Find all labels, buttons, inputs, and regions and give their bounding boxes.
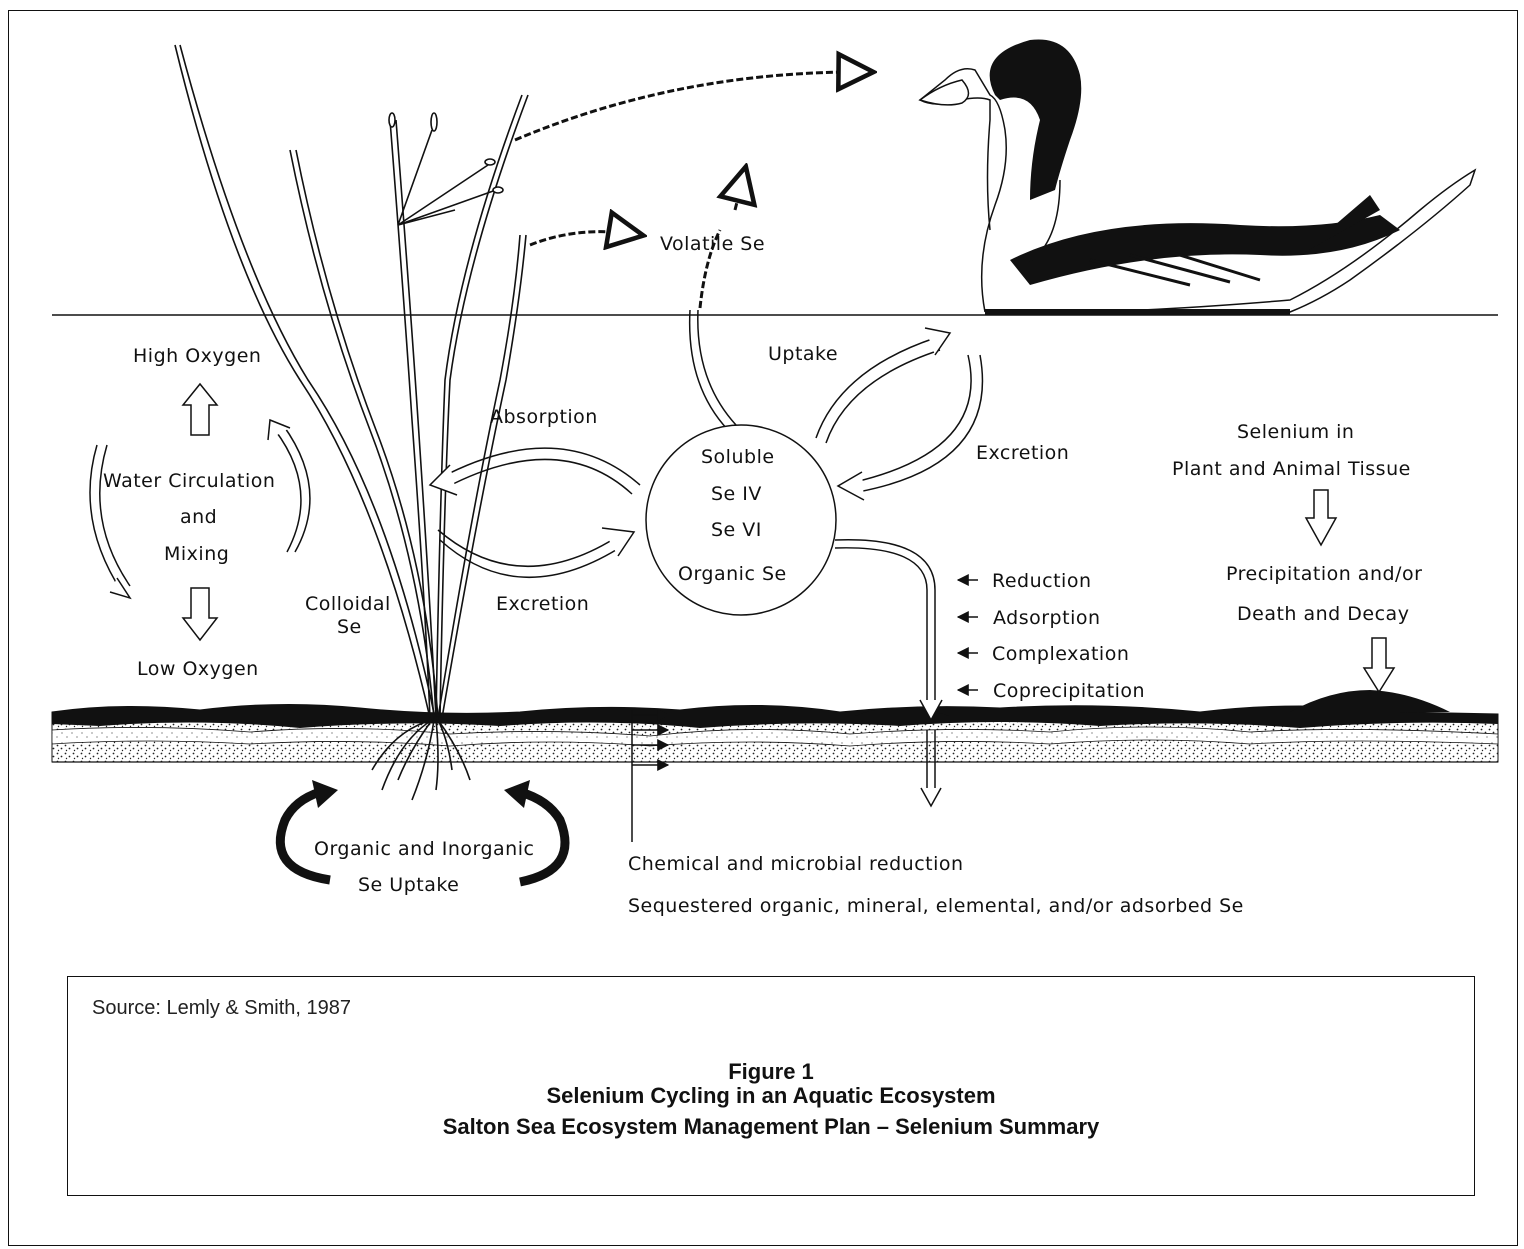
precipitation-label: Precipitation and/or — [1226, 563, 1422, 585]
colloidal-se-label: Se — [337, 616, 362, 638]
source-citation: Source: Lemly & Smith, 1987 — [92, 997, 351, 1020]
complexation-label: Complexation — [992, 643, 1129, 665]
figure-subtitle: Salton Sea Ecosystem Management Plan – S… — [68, 1114, 1474, 1140]
aquatic-plant — [175, 45, 528, 800]
tissue-label-2: Plant and Animal Tissue — [1172, 458, 1411, 480]
chemical-reduction-label: Chemical and microbial reduction — [628, 853, 964, 875]
high-oxygen-label: High Oxygen — [133, 345, 261, 367]
organic-inorganic-label: Organic and Inorganic — [314, 838, 534, 860]
figure-title: Selenium Cycling in an Aquatic Ecosystem — [68, 1083, 1474, 1109]
process-arrows — [958, 580, 978, 690]
soluble-label: Soluble — [701, 446, 775, 468]
volatile-se-label: Volatile Se — [660, 233, 765, 255]
uptake-label: Uptake — [768, 343, 838, 365]
se-iv-label: Se IV — [711, 483, 762, 505]
absorption-label: Absorption — [490, 406, 598, 428]
adsorption-label: Adsorption — [993, 607, 1101, 629]
death-decay-label: Death and Decay — [1237, 603, 1409, 625]
sequestered-label: Sequestered organic, mineral, elemental,… — [628, 895, 1244, 917]
figure-number: Figure 1 — [68, 1059, 1474, 1085]
caption-box: Source: Lemly & Smith, 1987 Figure 1 Sel… — [67, 976, 1475, 1196]
coprecipitation-label: Coprecipitation — [993, 680, 1145, 702]
excretion-left-label: Excretion — [496, 593, 589, 615]
reduction-bracket — [632, 710, 668, 842]
organic-se-label: Organic Se — [678, 563, 787, 585]
low-oxygen-label: Low Oxygen — [137, 658, 259, 680]
sediment-layers — [52, 690, 1498, 762]
tissue-label-1: Selenium in — [1237, 421, 1354, 443]
excretion-right-label: Excretion — [976, 442, 1069, 464]
se-vi-label: Se VI — [711, 519, 762, 541]
water-circulation-label: Water Circulation — [103, 470, 275, 492]
volatilization-paths — [515, 72, 870, 308]
colloidal-label: Colloidal — [305, 593, 391, 615]
water-and-label: and — [180, 506, 217, 528]
se-uptake-label: Se Uptake — [358, 874, 459, 896]
duck — [920, 39, 1475, 312]
mixing-label: Mixing — [164, 543, 229, 565]
reduction-label: Reduction — [992, 570, 1091, 592]
